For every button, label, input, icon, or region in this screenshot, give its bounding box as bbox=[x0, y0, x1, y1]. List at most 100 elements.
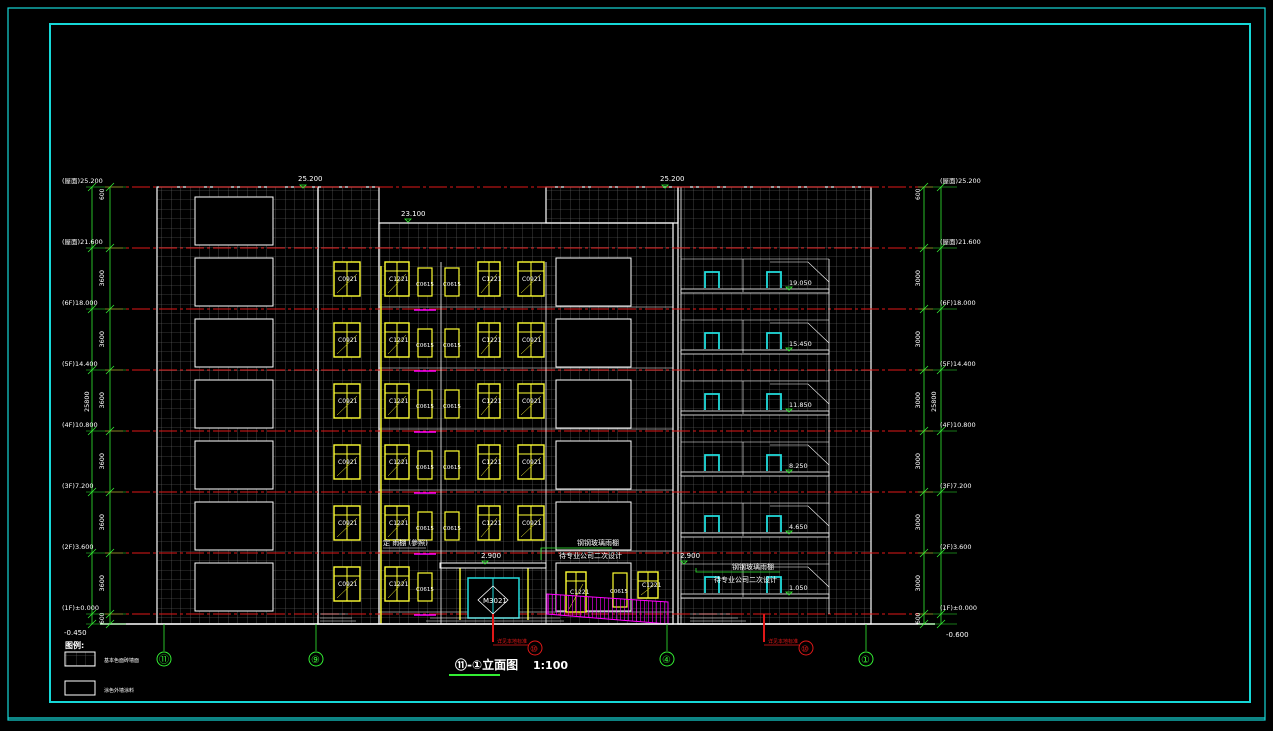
window-c0921-b-1-hatch bbox=[520, 334, 542, 355]
level-lines bbox=[105, 186, 935, 615]
window-c0615-a-label-1: C0615 bbox=[416, 343, 434, 349]
window-c1221-b-1-hatch bbox=[480, 334, 498, 355]
stair-mark-5 bbox=[785, 591, 793, 596]
steel-canopy-note-right: 钢钢玻璃雨棚 bbox=[732, 562, 774, 571]
window-c1221-b-3-hatch bbox=[480, 456, 498, 477]
window-c0615-b-2 bbox=[444, 389, 460, 419]
window-c1221-a-1-label: C1221 bbox=[389, 337, 409, 344]
window-c0615-b-label-1: C0615 bbox=[443, 343, 461, 349]
window-c0615-b-3 bbox=[444, 450, 460, 480]
dim-text: 3600 bbox=[98, 331, 106, 348]
window-c1221-gf-a-label: C1221 bbox=[570, 589, 590, 596]
level-text-left-0: (屋面)25.200 bbox=[62, 177, 103, 185]
axis-label-3: ① bbox=[861, 655, 870, 666]
svg-text:⑩: ⑩ bbox=[530, 645, 538, 655]
axis-circle-1 bbox=[308, 651, 324, 667]
outer-frame bbox=[7, 7, 1266, 721]
window-c0615-b-0 bbox=[444, 267, 460, 297]
window-c0615-b-4 bbox=[444, 511, 460, 541]
stair-mark-3 bbox=[785, 469, 793, 474]
level-text-right-1: (屋面)21.600 bbox=[940, 238, 981, 246]
detail-callout-left: 详见本地标准 ⑩ bbox=[492, 614, 543, 656]
left-panel-5 bbox=[194, 501, 274, 551]
dim-text: 3600 bbox=[98, 392, 106, 409]
stair-flight-2 bbox=[770, 383, 830, 405]
legend-heading: 图例: bbox=[65, 640, 84, 650]
stair-door-b-4 bbox=[766, 515, 782, 532]
stair-door-b-5 bbox=[766, 576, 782, 593]
legend-swatch-tile bbox=[64, 651, 96, 667]
dim-text: 3600 bbox=[98, 270, 106, 287]
svg-text:⑩: ⑩ bbox=[801, 645, 809, 655]
window-c0615-a-label-4: C0615 bbox=[416, 526, 434, 532]
stair-flight-3 bbox=[770, 444, 830, 466]
window-c1221-b-4-label: C1221 bbox=[482, 520, 502, 527]
door-label: M3021 bbox=[483, 597, 507, 605]
level-text-right-7: (1F)±0.000 bbox=[940, 604, 977, 612]
dim-text: 3600 bbox=[98, 575, 106, 592]
window-c0921-b-3-hatch bbox=[520, 456, 542, 477]
window-c1221-a-5-label: C1221 bbox=[389, 581, 409, 588]
stair-mark-2 bbox=[785, 408, 793, 413]
window-c0921-b-4-label: C0921 bbox=[522, 520, 542, 527]
window-c0615-a-3 bbox=[417, 450, 433, 480]
window-c0921-2-label: C0921 bbox=[338, 398, 358, 405]
left-panel-6 bbox=[194, 562, 274, 612]
window-c0921-b-1-label: C0921 bbox=[522, 337, 542, 344]
stair-slab-5 bbox=[680, 593, 830, 599]
stair-door-a-5 bbox=[704, 576, 720, 593]
stair-door-b-0 bbox=[766, 271, 782, 288]
level-text-left-5: (3F)7.200 bbox=[62, 482, 94, 490]
window-c0615-b-label-3: C0615 bbox=[443, 465, 461, 471]
dim-text-total: 25800 bbox=[930, 391, 938, 412]
dim-text: 3000 bbox=[914, 392, 922, 409]
level-text-right-4: (4F)10.800 bbox=[940, 421, 976, 429]
window-c1221-a-4-hatch bbox=[387, 517, 407, 538]
axis-circle-0 bbox=[156, 651, 172, 667]
window-c0921-b-2-label: C0921 bbox=[522, 398, 542, 405]
left-panel-4 bbox=[194, 440, 274, 490]
stair-flight-1 bbox=[770, 322, 830, 344]
level-text-left-4: (4F)10.800 bbox=[62, 421, 98, 429]
level-text-right-6: (2F)3.600 bbox=[940, 543, 972, 551]
inner-frame bbox=[49, 23, 1251, 703]
window-c1221-gf-b-label: C1221 bbox=[642, 582, 662, 589]
stair-door-a-3 bbox=[704, 454, 720, 471]
window-c0615-a-label-3: C0615 bbox=[416, 465, 434, 471]
window-c0615-a-label-2: C0615 bbox=[416, 404, 434, 410]
axis-label-1: ⑨ bbox=[311, 655, 320, 666]
steel-canopy-note: 钢钢玻璃雨棚 bbox=[577, 538, 619, 547]
stair-level-5: 1.050 bbox=[789, 584, 808, 592]
second-design-note-right: 待专业公司二次设计 bbox=[714, 575, 777, 584]
svg-text:25.200: 25.200 bbox=[660, 175, 685, 183]
level-text-left-7: (1F)±0.000 bbox=[62, 604, 99, 612]
stair-mark-0 bbox=[785, 286, 793, 291]
stair-mark-1 bbox=[785, 347, 793, 352]
window-c1221-a-1-hatch bbox=[387, 334, 407, 355]
ground-level-right: -0.600 bbox=[946, 631, 969, 639]
window-c1221-b-2-hatch bbox=[480, 395, 498, 416]
dim-text: 3000 bbox=[914, 575, 922, 592]
level-text-left-3: (5F)14.400 bbox=[62, 360, 98, 368]
legend-label-tile: 基本色面砖墙面 bbox=[104, 657, 139, 664]
window-c1221-b-2-label: C1221 bbox=[482, 398, 502, 405]
stair-slab-4 bbox=[680, 532, 830, 538]
dim-text-bottom: 600 bbox=[915, 612, 922, 624]
block-right-upper bbox=[545, 186, 679, 224]
stair-level-3: 8.250 bbox=[789, 462, 808, 470]
window-c0921-b-4-hatch bbox=[520, 517, 542, 538]
legend-label-paint: 涂色外墙涂料 bbox=[104, 687, 134, 694]
stair-slab-1 bbox=[680, 349, 830, 355]
dim-text: 3600 bbox=[98, 514, 106, 531]
axis-circle-3 bbox=[858, 651, 874, 667]
window-c1221-a-0-label: C1221 bbox=[389, 276, 409, 283]
legend-swatch-paint bbox=[64, 680, 96, 696]
stair-door-b-3 bbox=[766, 454, 782, 471]
stair-level-0: 19.050 bbox=[789, 279, 812, 287]
window-c1221-b-4-hatch bbox=[480, 517, 498, 538]
elev-mark-triangles bbox=[299, 184, 688, 565]
